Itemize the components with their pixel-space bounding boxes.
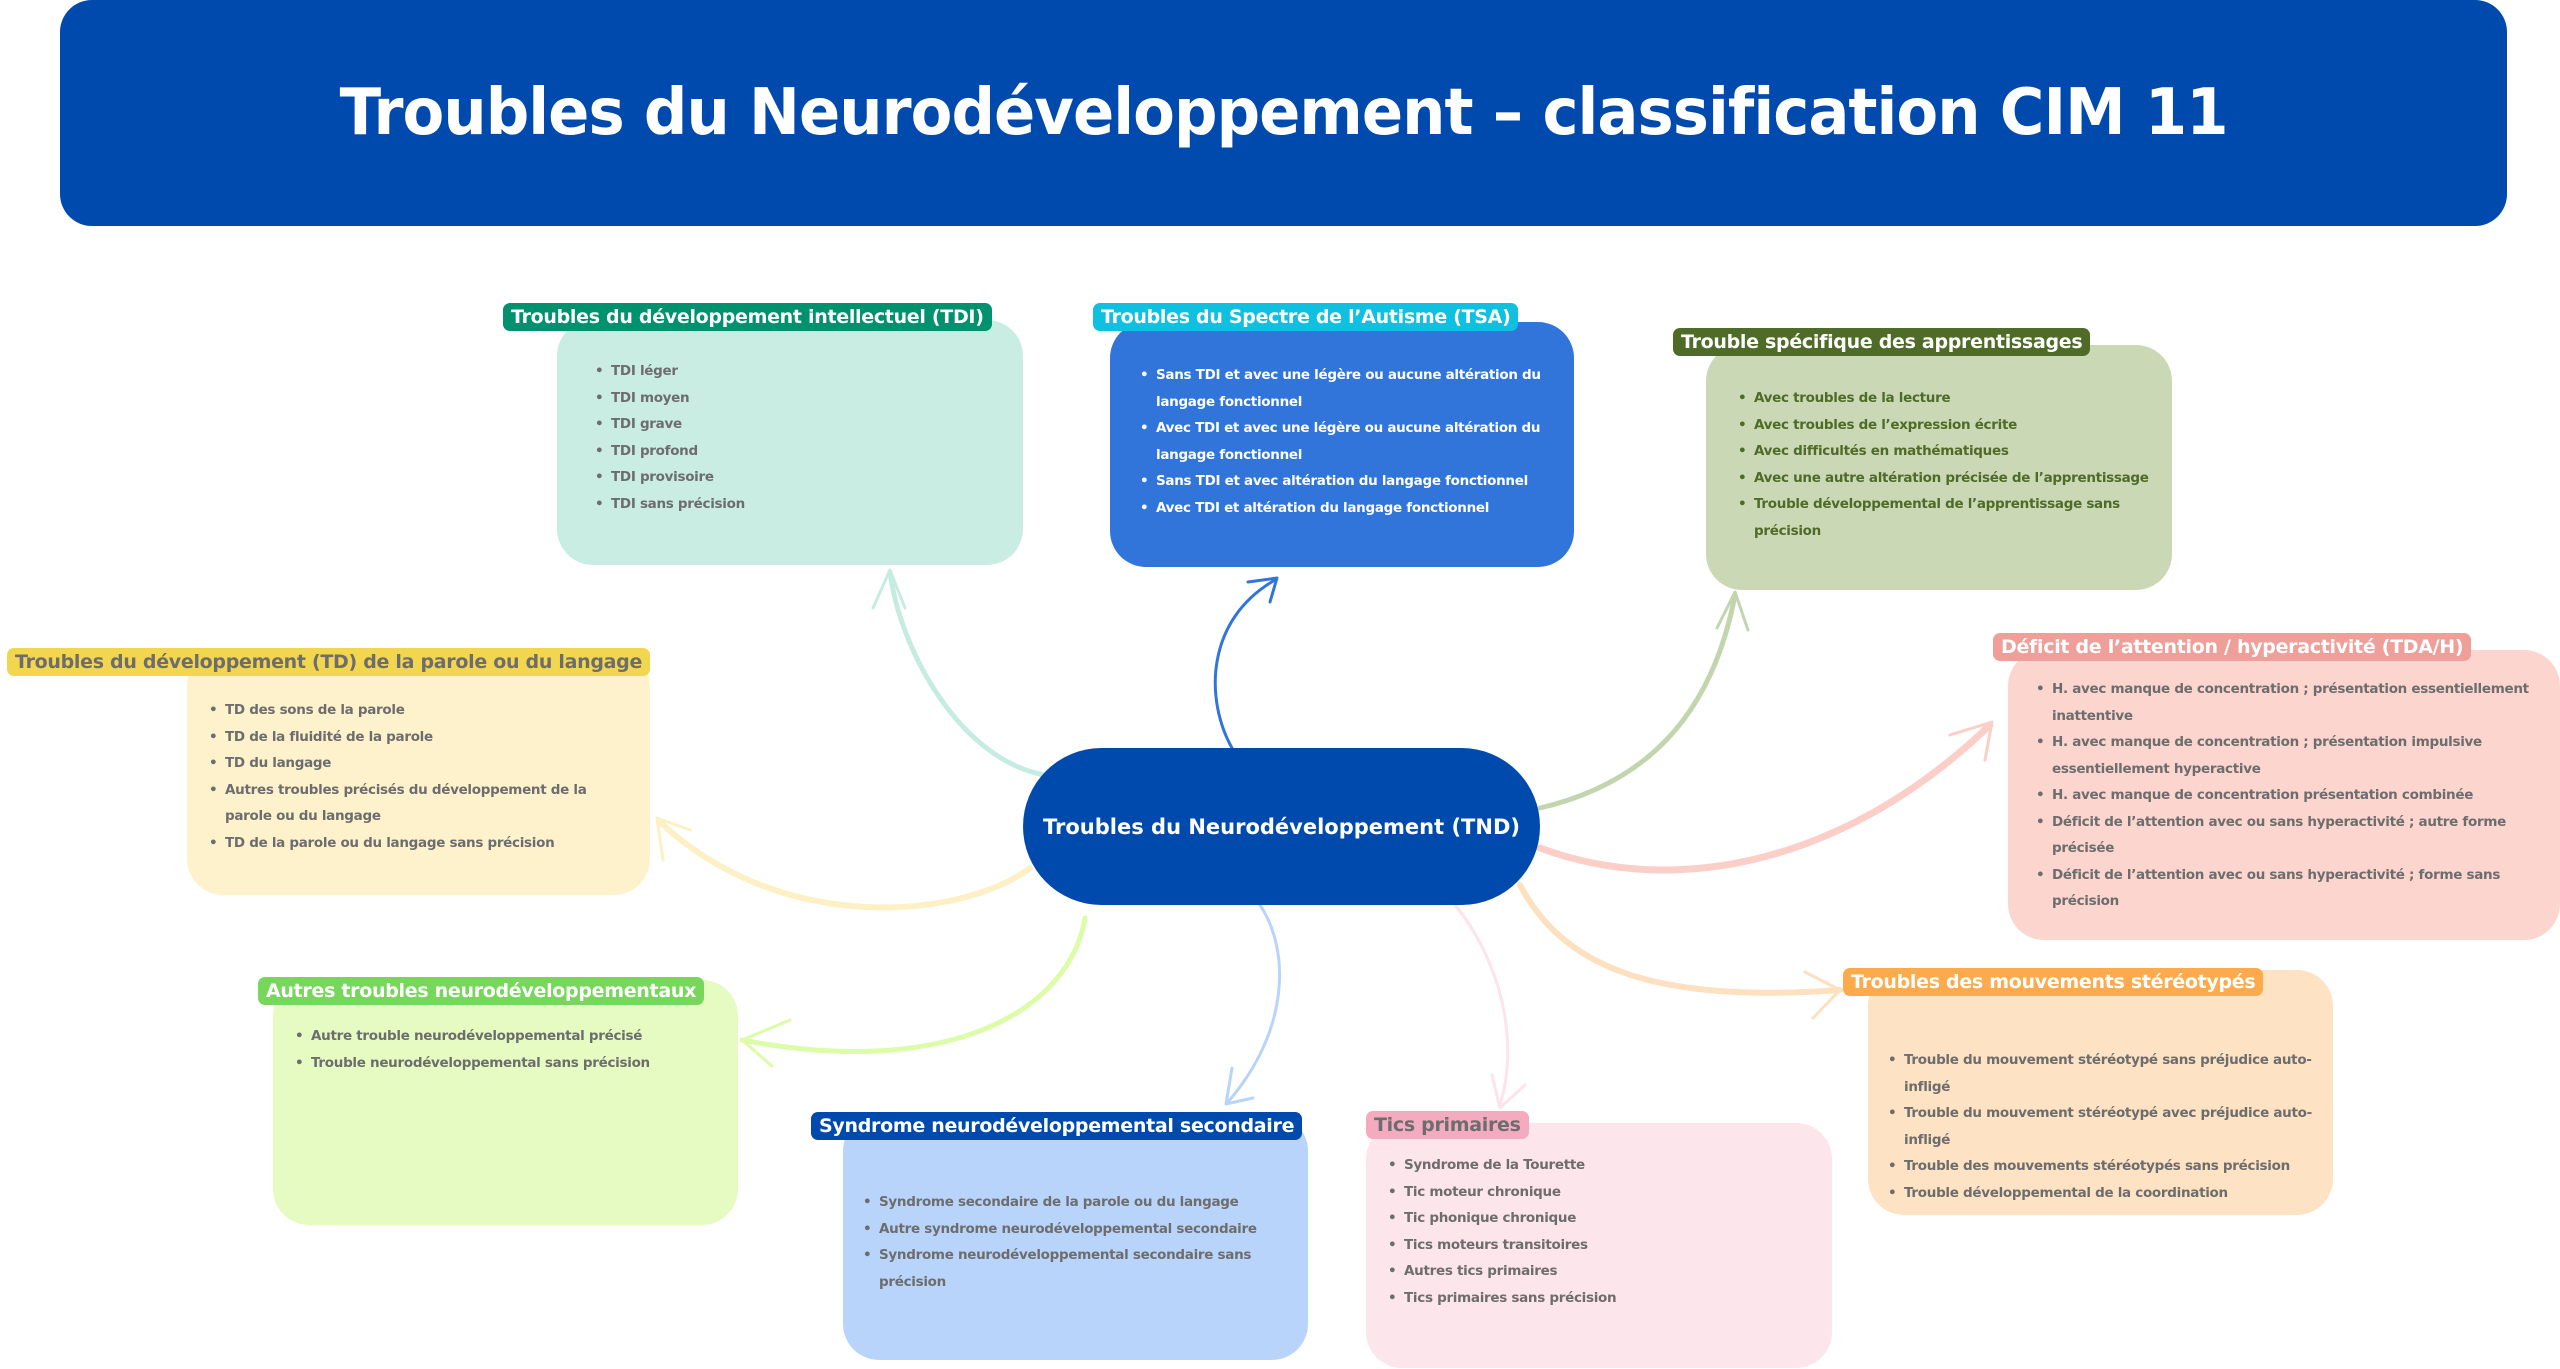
branch-item: TDI sans précision (595, 491, 1023, 518)
branch-item: Autre trouble neurodéveloppemental préci… (295, 1023, 718, 1050)
branch-item: Avec troubles de la lecture (1738, 385, 2152, 412)
central-topic[interactable]: Troubles du Neurodéveloppement (TND) (1023, 748, 1540, 905)
branch-box-tics[interactable]: Syndrome de la TouretteTic moteur chroni… (1366, 1123, 1832, 1368)
branch-item: Autres troubles précisés du développemen… (209, 777, 630, 830)
connector-tsa (1213, 578, 1277, 750)
branch-box-tsa[interactable]: Sans TDI et avec une légère ou aucune al… (1110, 322, 1574, 567)
branch-list-tdi: TDI légerTDI moyenTDI graveTDI profondTD… (595, 358, 1023, 517)
branch-box-syndrome[interactable]: Syndrome secondaire de la parole ou du l… (843, 1115, 1308, 1360)
connector-apprentissages (1537, 592, 1738, 811)
page-title: Troubles du Neurodéveloppement – classif… (339, 76, 2229, 150)
branch-list-tsa: Sans TDI et avec une légère ou aucune al… (1140, 362, 1554, 521)
branch-list-apprentissages: Avec troubles de la lectureAvec troubles… (1738, 385, 2152, 544)
arrowhead-apprentissages (1715, 590, 1750, 632)
branch-title-tics[interactable]: Tics primaires (1366, 1111, 1529, 1139)
branch-box-apprentissages[interactable]: Avec troubles de la lectureAvec troubles… (1706, 345, 2172, 590)
branch-item: TDI profond (595, 438, 1023, 465)
branch-item: Avec difficultés en mathématiques (1738, 438, 2152, 465)
branch-item: Sans TDI et avec altération du langage f… (1140, 468, 1554, 495)
branch-item: Trouble neurodéveloppemental sans précis… (295, 1050, 718, 1077)
branch-item: Tic phonique chronique (1388, 1205, 1812, 1232)
branch-box-tdi[interactable]: TDI légerTDI moyenTDI graveTDI profondTD… (557, 320, 1023, 565)
branch-item: Autre syndrome neurodéveloppemental seco… (863, 1216, 1288, 1243)
branch-item: TDI moyen (595, 385, 1023, 412)
branch-list-autres: Autre trouble neurodéveloppemental préci… (295, 1023, 718, 1076)
branch-item: Tic moteur chronique (1388, 1179, 1812, 1206)
page-header: Troubles du Neurodéveloppement – classif… (60, 0, 2507, 226)
branch-item: Sans TDI et avec une légère ou aucune al… (1140, 362, 1554, 415)
branch-title-syndrome[interactable]: Syndrome neurodéveloppemental secondaire (811, 1112, 1303, 1140)
branch-list-parole: TD des sons de la paroleTD de la fluidit… (209, 697, 630, 856)
branch-item: TD du langage (209, 750, 630, 777)
branch-item: TDI léger (595, 358, 1023, 385)
branch-title-parole[interactable]: Troubles du développement (TD) de la par… (7, 648, 651, 676)
branch-title-tsa[interactable]: Troubles du Spectre de l’Autisme (TSA) (1093, 303, 1519, 331)
branch-item: Avec une autre altération précisée de l’… (1738, 465, 2152, 492)
branch-item: H. avec manque de concentration ; présen… (2036, 676, 2540, 729)
central-topic-label: Troubles du Neurodéveloppement (TND) (1043, 814, 1520, 839)
branch-item: TDI grave (595, 411, 1023, 438)
connector-mouvements (1517, 882, 1843, 996)
branch-box-autres[interactable]: Autre trouble neurodéveloppemental préci… (273, 980, 738, 1225)
connector-tdi (887, 569, 1048, 778)
branch-item: Trouble développemental de la coordinati… (1888, 1180, 2323, 1207)
arrowhead-tsa (1246, 576, 1279, 604)
branch-list-mouvements: Trouble du mouvement stéréotypé sans pré… (1888, 1047, 2323, 1206)
connector-parole (657, 819, 1033, 911)
branch-item: Trouble développemental de l’apprentissa… (1738, 491, 2152, 544)
branch-item: TD des sons de la parole (209, 697, 630, 724)
branch-item: Tics moteurs transitoires (1388, 1232, 1812, 1259)
branch-title-mouvements[interactable]: Troubles des mouvements stéréotypés (1843, 968, 2264, 996)
connector-syndrome (1226, 903, 1281, 1104)
arrowhead-syndrome (1224, 1066, 1255, 1106)
arrowhead-tics (1490, 1073, 1527, 1110)
branch-item: TD de la parole ou du langage sans préci… (209, 830, 630, 857)
branch-item: Avec TDI et altération du langage foncti… (1140, 495, 1554, 522)
arrowhead-tdi (871, 568, 907, 610)
branch-item: Tics primaires sans précision (1388, 1285, 1812, 1312)
branch-title-tdi[interactable]: Troubles du développement intellectuel (… (503, 303, 992, 331)
branch-item: Syndrome neurodéveloppemental secondaire… (863, 1242, 1288, 1295)
branch-item: H. avec manque de concentration ; présen… (2036, 729, 2540, 782)
arrowhead-tdah (1948, 720, 1994, 762)
branch-box-tdah[interactable]: H. avec manque de concentration ; présen… (2008, 650, 2560, 940)
branch-item: Syndrome de la Tourette (1388, 1152, 1812, 1179)
branch-title-apprentissages[interactable]: Trouble spécifique des apprentissages (1673, 328, 2091, 356)
branch-item: Avec troubles de l’expression écrite (1738, 412, 2152, 439)
branch-item: Trouble du mouvement stéréotypé avec pré… (1888, 1100, 2323, 1153)
branch-item: Avec TDI et avec une légère ou aucune al… (1140, 415, 1554, 468)
connector-tdah (1536, 721, 1994, 874)
branch-item: Trouble du mouvement stéréotypé sans pré… (1888, 1047, 2323, 1100)
branch-item: TDI provisoire (595, 464, 1023, 491)
branch-item: Autres tics primaires (1388, 1258, 1812, 1285)
branch-item: H. avec manque de concentration présenta… (2036, 782, 2540, 809)
arrowhead-mouvements (1803, 970, 1842, 1020)
arrowhead-autres (740, 1018, 792, 1068)
branch-item: TD de la fluidité de la parole (209, 724, 630, 751)
branch-list-syndrome: Syndrome secondaire de la parole ou du l… (863, 1189, 1288, 1295)
branch-list-tics: Syndrome de la TouretteTic moteur chroni… (1388, 1152, 1812, 1311)
branch-item: Trouble des mouvements stéréotypés sans … (1888, 1153, 2323, 1180)
branch-list-tdah: H. avec manque de concentration ; présen… (2036, 676, 2540, 915)
branch-item: Déficit de l’attention avec ou sans hype… (2036, 809, 2540, 862)
branch-item: Syndrome secondaire de la parole ou du l… (863, 1189, 1288, 1216)
connector-tics (1453, 903, 1510, 1107)
branch-box-parole[interactable]: TD des sons de la paroleTD de la fluidit… (187, 650, 650, 895)
branch-title-autres[interactable]: Autres troubles neurodéveloppementaux (258, 977, 705, 1005)
branch-item: Déficit de l’attention avec ou sans hype… (2036, 862, 2540, 915)
connector-autres (739, 915, 1088, 1054)
branch-box-mouvements[interactable]: Trouble du mouvement stéréotypé sans pré… (1868, 970, 2333, 1215)
branch-title-tdah[interactable]: Déficit de l’attention / hyperactivité (… (1993, 633, 2472, 661)
arrowhead-parole (655, 816, 692, 862)
